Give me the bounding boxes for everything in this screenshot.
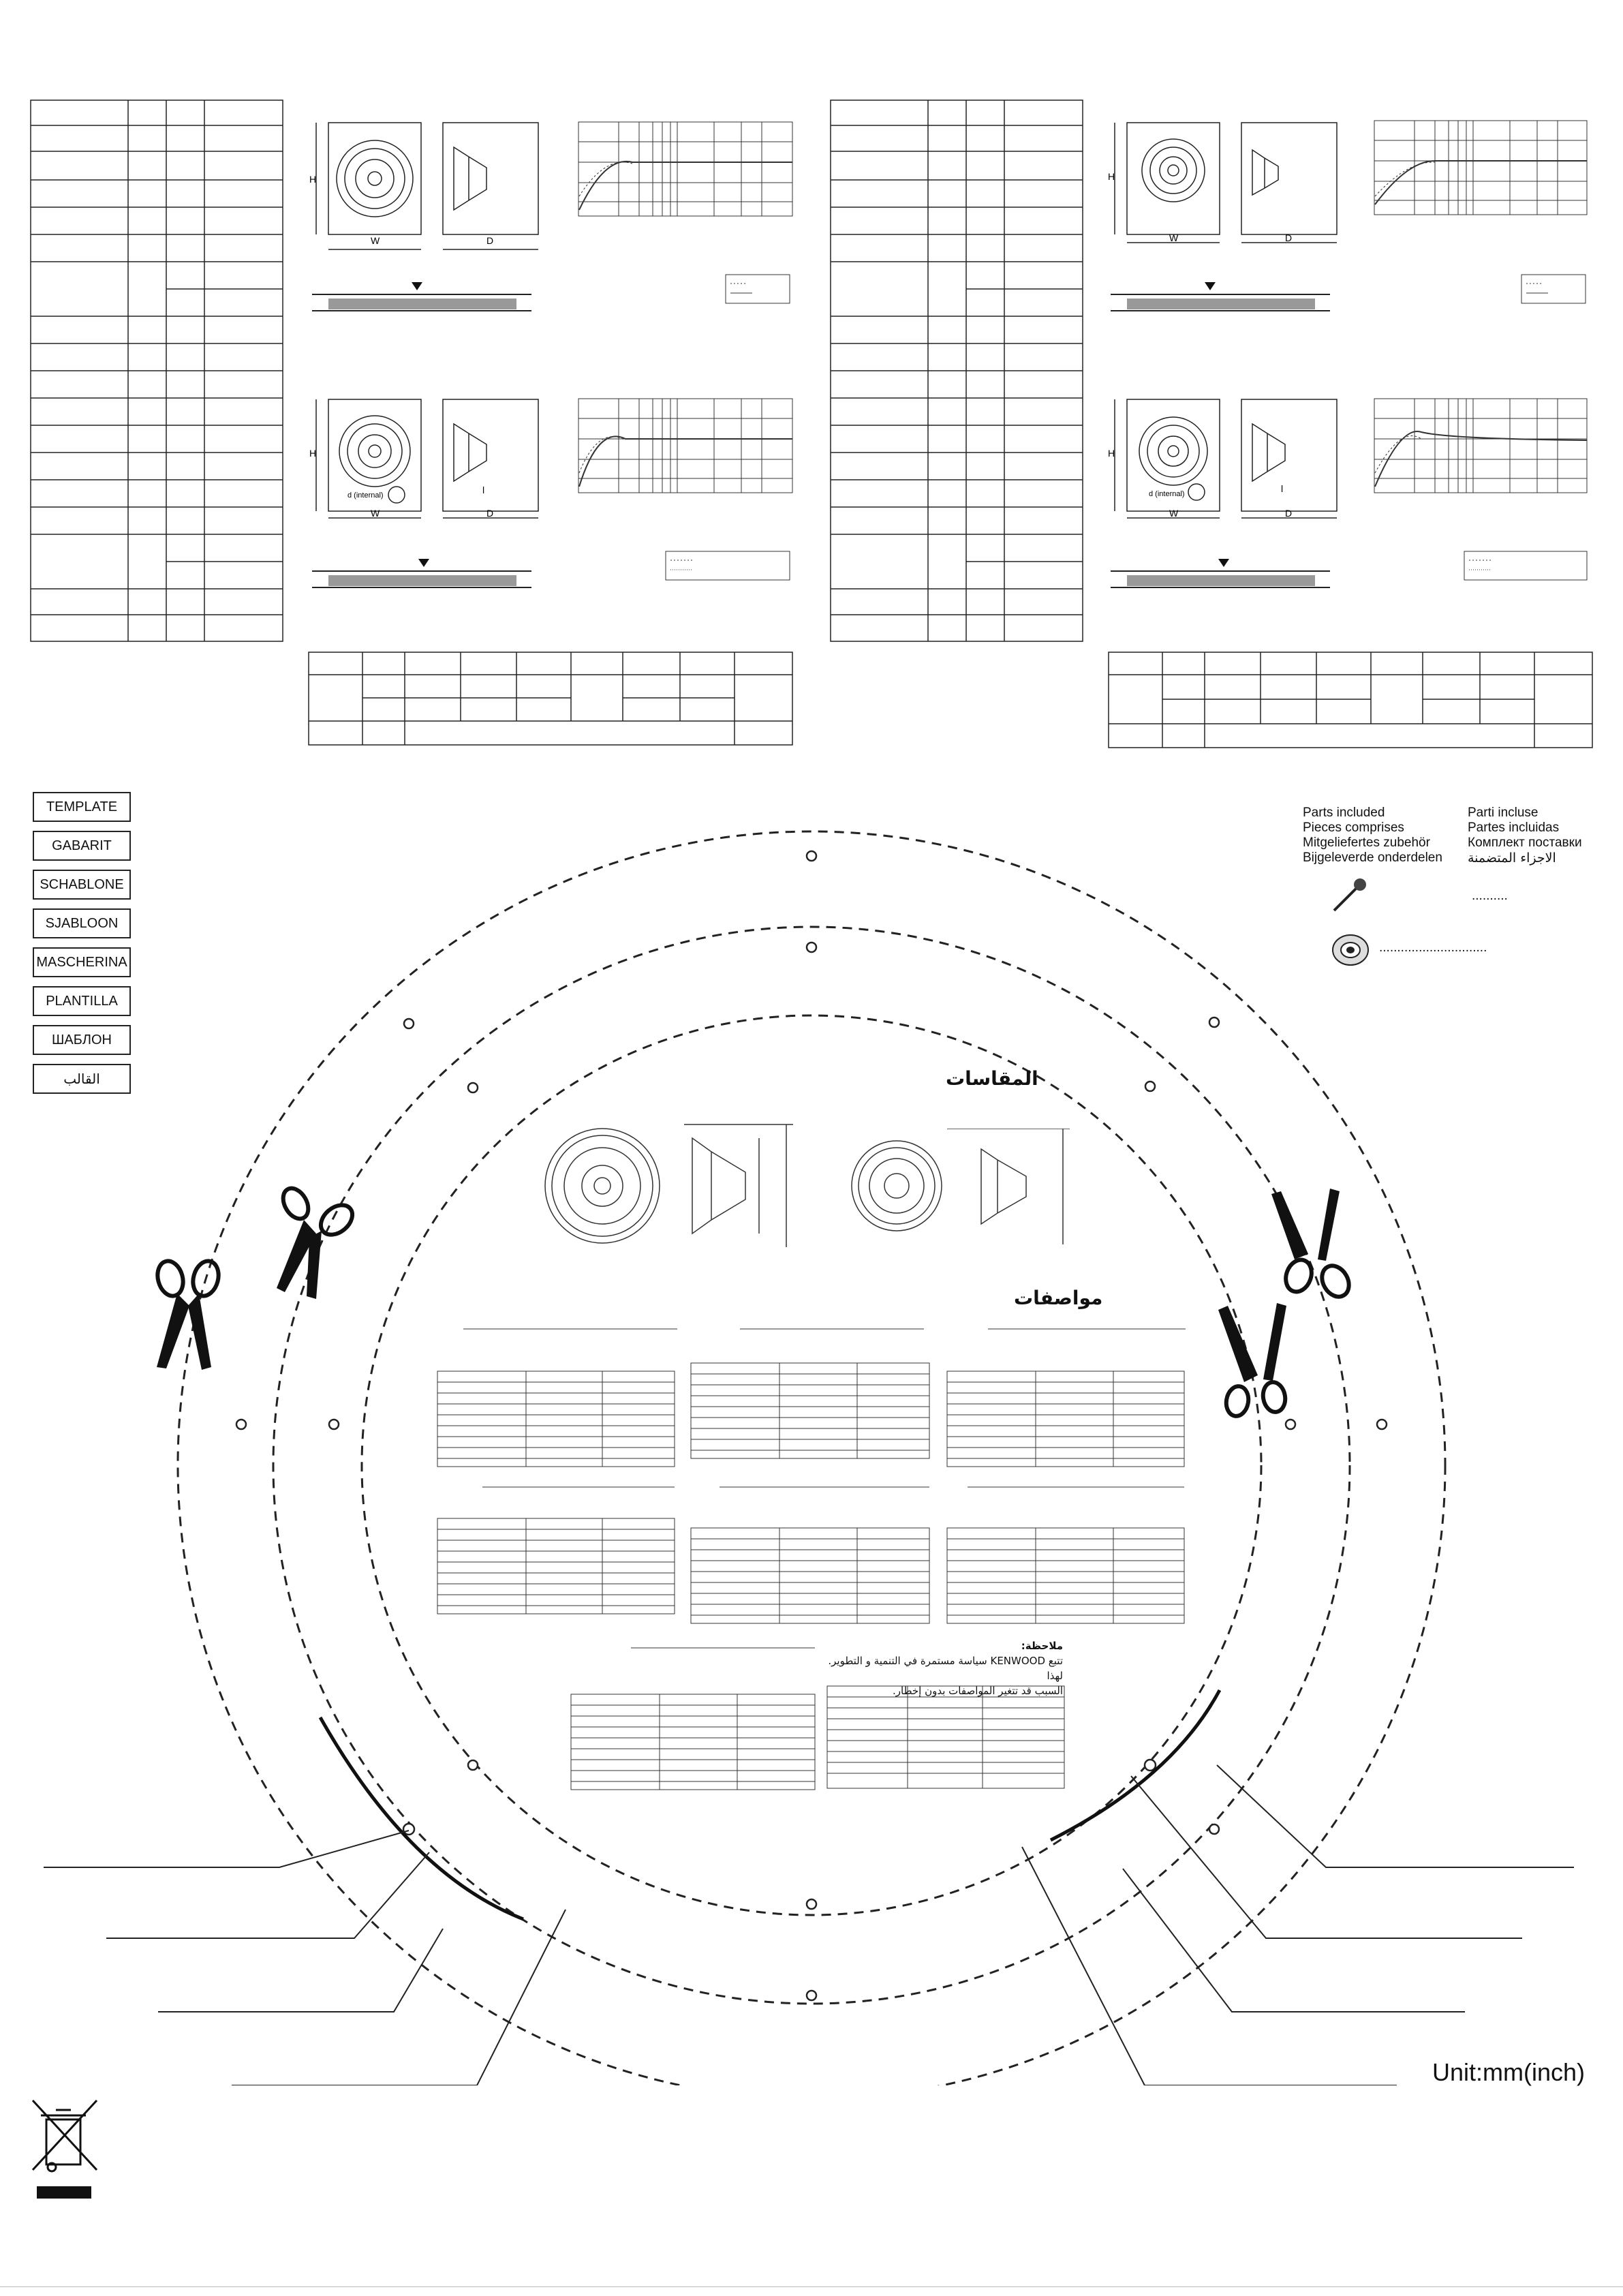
screw-quantity-dots: .......... (1472, 889, 1508, 903)
frequency-graph-4 (1374, 398, 1588, 493)
parts-line: Partes incluidas (1468, 821, 1560, 835)
depth-label: D (1285, 232, 1292, 243)
d-internal-label: d (internal) (347, 491, 384, 500)
dimensions-heading: المقاسات (946, 1067, 1038, 1090)
arabic-note: ملاحظة: تتبع KENWOOD سياسة مستمرة في الت… (818, 1638, 1063, 1698)
arabic-spec-tables (437, 1328, 1186, 1624)
scissors-icon (277, 1186, 355, 1299)
template-label: SJABLOON (33, 908, 131, 938)
width-label: W (1169, 232, 1179, 243)
parts-line: Mitgeliefertes zubehör (1303, 836, 1430, 850)
screw-icon (1333, 878, 1366, 912)
spec-table-right (830, 100, 1083, 642)
frequency-graph (578, 121, 793, 217)
height-label: H (309, 174, 316, 185)
arabic-speaker-diagram-small (851, 1129, 1070, 1244)
template-label: PLANTILLA (33, 986, 131, 1016)
scissors-icon (1218, 1303, 1288, 1418)
height-label: H (1108, 448, 1115, 459)
mounting-bar-4 (1111, 559, 1330, 588)
height-label: H (1108, 171, 1115, 182)
parts-line: Parts included (1303, 806, 1385, 820)
mounting-bar-3 (1111, 282, 1330, 311)
legend-box-2 (665, 551, 790, 581)
template-label: MASCHERINA (33, 947, 131, 977)
legend-box-3 (1521, 274, 1586, 304)
arabic-speaker-diagram-large (544, 1124, 793, 1247)
d-internal-label: d (internal) (1149, 490, 1185, 498)
template-label: ШАБЛОН (33, 1025, 131, 1055)
speaker-front-diagram-2: H d (internal) l W D (309, 399, 539, 519)
power-table-left (308, 652, 793, 746)
unit-label: Unit:mm(inch) (1432, 2058, 1586, 2086)
speaker-front-diagram: H W D (309, 122, 539, 250)
template-label: TEMPLATE (33, 792, 131, 822)
scissors-icon (155, 1259, 221, 1370)
parts-line: Комплект поставки (1468, 836, 1582, 850)
template-label: القالب (33, 1064, 131, 1094)
bottom-rule (0, 2286, 1623, 2287)
power-table-right (1108, 652, 1593, 748)
template-label: GABARIT (33, 831, 131, 861)
depth-label: D (486, 235, 493, 246)
parts-col1: Parts included Pieces comprises Mitgelie… (1303, 806, 1442, 866)
scissors-icon (1271, 1189, 1351, 1299)
parts-line: Bijgeleverde onderdelen (1303, 851, 1442, 865)
l-label: l (1281, 483, 1283, 494)
depth-label: D (486, 508, 493, 519)
frequency-graph-3 (1374, 120, 1588, 215)
bottom-spec-tables (570, 1647, 1065, 1790)
legend-box (725, 274, 790, 304)
cutting-template (44, 830, 1574, 2085)
parts-line: الاجزاء المتضمنة (1468, 851, 1556, 866)
note-title: ملاحظة: (1021, 1640, 1063, 1652)
note-line: تتبع KENWOOD سياسة مستمرة في التنمية و ا… (828, 1655, 1063, 1682)
speaker-front-diagram-3: H W D (1108, 122, 1338, 243)
width-label: W (1169, 508, 1179, 519)
tape-quantity-dots: .............................. (1379, 940, 1487, 955)
crossed-out-bin-icon (31, 2099, 98, 2199)
specifications-heading: مواصفات (1014, 1287, 1103, 1309)
parts-line: Parti incluse (1468, 806, 1539, 820)
l-label: l (482, 485, 484, 495)
frequency-graph-2 (578, 398, 793, 493)
width-label: W (371, 508, 380, 519)
parts-col2: Parti incluse Partes incluidas Комплект … (1468, 806, 1582, 866)
mounting-bar-2 (312, 559, 531, 588)
depth-label: D (1285, 508, 1292, 519)
spec-table-left (30, 100, 283, 642)
parts-line: Pieces comprises (1303, 821, 1404, 835)
legend-box-4 (1464, 551, 1588, 581)
height-label: H (309, 448, 316, 459)
template-label: SCHABLONE (33, 870, 131, 900)
width-label: W (371, 235, 380, 246)
speaker-front-diagram-4: H d (internal) l W D (1108, 399, 1338, 519)
mounting-bar (312, 282, 531, 311)
note-line: السبب قد تتغير المواصفات بدون إخطار. (893, 1685, 1063, 1697)
tape-roll-icon (1332, 934, 1369, 966)
